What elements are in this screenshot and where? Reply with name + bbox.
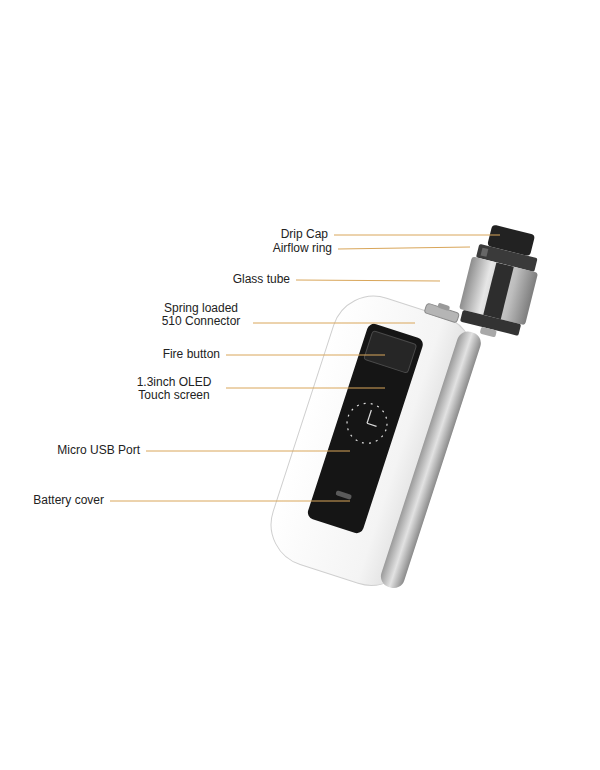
- part-label: Drip Cap: [281, 228, 328, 241]
- part-label: Fire button: [163, 348, 220, 361]
- part-label: Micro USB Port: [57, 444, 140, 457]
- leader-lines: [110, 235, 500, 501]
- tank: [454, 221, 546, 343]
- part-label: Airflow ring: [273, 242, 332, 255]
- part-label: Spring loaded 510 Connector: [155, 302, 247, 328]
- mod-body: [260, 274, 489, 597]
- part-label: 1.3inch OLED Touch screen: [128, 376, 220, 402]
- part-label: Glass tube: [233, 273, 290, 286]
- part-label: Battery cover: [33, 494, 104, 507]
